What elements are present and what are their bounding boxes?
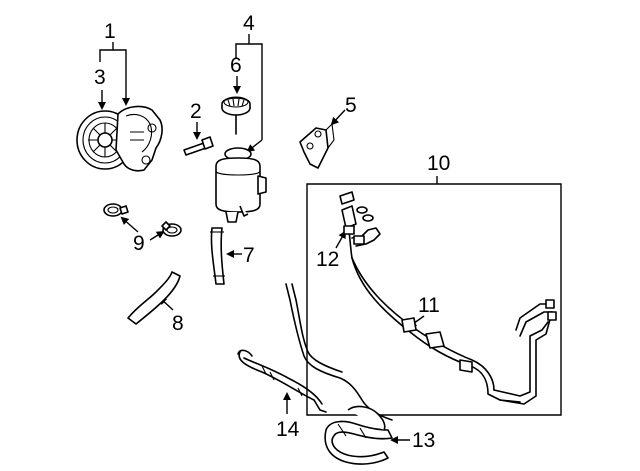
hose-clamps	[103, 203, 182, 237]
leader-9b	[149, 230, 165, 241]
leader-4-arrow	[246, 139, 263, 153]
callout-10: 10	[427, 152, 450, 175]
callout-3: 3	[94, 66, 106, 89]
callout-12: 12	[316, 248, 339, 271]
callout-13: 13	[412, 429, 435, 452]
callout-4: 4	[243, 12, 255, 35]
callout-6: 6	[230, 54, 242, 77]
group-box-10	[306, 183, 562, 416]
callout-14: 14	[276, 418, 300, 441]
mounting-bracket	[299, 122, 335, 169]
power-steering-pump	[115, 105, 163, 172]
callout-2: 2	[190, 100, 202, 123]
callout-9: 9	[133, 232, 145, 255]
reservoir	[215, 147, 267, 223]
callout-5: 5	[345, 94, 357, 117]
pressure-line-assembly	[339, 191, 557, 405]
leader-12	[335, 230, 346, 249]
leader-9a	[120, 216, 139, 233]
cooler-hoses	[324, 405, 393, 465]
leader-1	[99, 49, 127, 62]
reservoir-cap	[221, 96, 251, 135]
return-hose	[127, 271, 181, 325]
callout-1: 1	[104, 20, 116, 43]
leader-5	[330, 109, 346, 126]
callout-8: 8	[172, 312, 184, 335]
callout-7: 7	[243, 244, 255, 267]
reservoir-hose	[210, 227, 225, 285]
bolt	[183, 136, 214, 156]
cooler-line	[237, 283, 393, 421]
callout-11: 11	[418, 294, 440, 317]
